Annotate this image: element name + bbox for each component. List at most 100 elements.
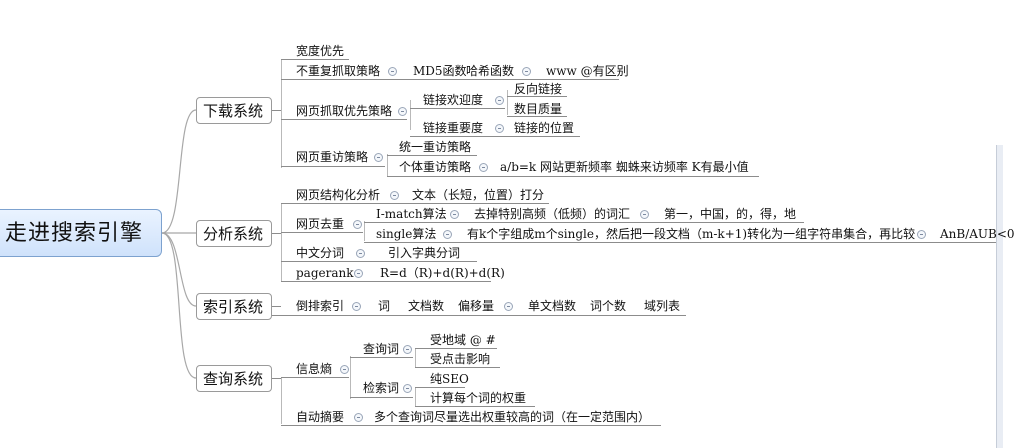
collapse-toggle[interactable]	[522, 67, 531, 76]
collapse-toggle[interactable]	[340, 365, 349, 374]
revisit-formula-node[interactable]: a/b=k 网站更新频率 蜘蛛来访频率 K有最小值	[500, 160, 749, 174]
underline	[281, 203, 549, 204]
structure-analysis-node[interactable]: 网页结构化分析	[296, 188, 381, 202]
pure-seo-node[interactable]: 纯SEO	[430, 372, 469, 386]
word-weight-node[interactable]: 计算每个词的权重	[430, 391, 527, 405]
node-analysis-system-label: 分析系统	[203, 225, 264, 243]
connector-root-download	[161, 109, 197, 234]
query-word-node[interactable]: 查询词	[363, 342, 400, 356]
dedup-node[interactable]: 网页去重	[296, 217, 345, 231]
collapse-toggle[interactable]	[495, 96, 504, 105]
root-node[interactable]: 走进搜索引擎	[0, 209, 162, 257]
underline	[507, 96, 567, 97]
analysis-stem	[272, 233, 281, 234]
single-node[interactable]: single算法	[376, 227, 437, 241]
underline	[350, 357, 413, 358]
root-label: 走进搜索引擎	[5, 221, 144, 246]
underline	[281, 166, 385, 167]
imatch-detail-node[interactable]: 去掉特别高频（低频）的词汇	[474, 207, 631, 221]
link-position-node[interactable]: 链接的位置	[514, 121, 575, 135]
priority-children-bracket	[410, 100, 411, 130]
node-query-system[interactable]: 查询系统	[196, 365, 272, 392]
collapse-toggle[interactable]	[398, 107, 407, 116]
analysis-children-bracket	[281, 203, 282, 282]
collapse-toggle[interactable]	[388, 67, 397, 76]
node-download-system-label: 下载系统	[203, 102, 264, 120]
entropy-node[interactable]: 信息熵	[296, 362, 333, 376]
pagerank-formula-node[interactable]: R=d（R)+d(R)+d(R)	[380, 266, 505, 280]
underline	[350, 397, 413, 398]
underline	[281, 232, 363, 233]
collapse-toggle[interactable]	[352, 302, 361, 311]
collapse-toggle[interactable]	[450, 210, 459, 219]
underline	[281, 425, 661, 426]
index-stem	[272, 306, 281, 307]
collapse-toggle[interactable]	[403, 345, 412, 354]
no-repeat-crawl-node[interactable]: 不重复抓取策略	[296, 64, 381, 78]
collapse-toggle[interactable]	[504, 302, 513, 311]
entropy-children-bracket	[350, 356, 351, 399]
collapse-toggle[interactable]	[640, 210, 649, 219]
single-detail-node[interactable]: 有k个字组成m个single，然后把一段文档（m-k+1)转化为一组字符串集合，…	[467, 227, 916, 241]
unified-revisit-node[interactable]: 统一重访策略	[399, 140, 472, 154]
download-stem	[272, 110, 281, 111]
single-doc-count-node[interactable]: 单文档数	[528, 299, 577, 313]
underline	[387, 176, 759, 177]
individual-revisit-node[interactable]: 个体重访策略	[399, 160, 472, 174]
underline	[364, 222, 804, 223]
collapse-toggle[interactable]	[390, 191, 399, 200]
pagerank-node[interactable]: pagerank	[296, 266, 354, 280]
collapse-toggle[interactable]	[374, 153, 383, 162]
underline	[281, 59, 349, 60]
stopword-example-node[interactable]: 第一，中国，的，得，地	[664, 207, 797, 221]
summary-detail-node[interactable]: 多个查询词尽量选出权重较高的词（在一定范围内）	[374, 410, 651, 424]
revisit-node[interactable]: 网页重访策略	[296, 150, 369, 164]
domain-list-node[interactable]: 域列表	[644, 299, 681, 313]
collapse-toggle[interactable]	[479, 163, 488, 172]
search-word-node[interactable]: 检索词	[363, 381, 400, 395]
word-count-node[interactable]: 词个数	[590, 299, 627, 313]
node-analysis-system[interactable]: 分析系统	[196, 220, 272, 247]
revisit-children-bracket	[387, 154, 388, 176]
query-children-bracket	[281, 377, 282, 424]
imatch-node[interactable]: I-match算法	[376, 207, 447, 221]
backlink-node[interactable]: 反向链接	[514, 82, 563, 96]
inverted-index-node[interactable]: 倒排索引	[296, 299, 345, 313]
doc-count-node[interactable]: 文档数	[408, 299, 445, 313]
collapse-toggle[interactable]	[353, 220, 362, 229]
collapse-toggle[interactable]	[354, 269, 363, 278]
link-importance-node[interactable]: 链接重要度	[423, 121, 484, 135]
collapse-toggle[interactable]	[917, 230, 926, 239]
md5-node[interactable]: MD5函数	[413, 64, 467, 78]
node-download-system[interactable]: 下载系统	[196, 97, 272, 124]
jaccard-formula-node[interactable]: AnB/AUB<0	[940, 227, 1015, 241]
dictionary-segmentation-node[interactable]: 引入字典分词	[388, 246, 461, 260]
www-node[interactable]: www @有区别	[546, 64, 629, 78]
text-scoring-node[interactable]: 文本（长短，位置）打分	[412, 188, 545, 202]
region-influence-node[interactable]: 受地域 @ #	[430, 333, 496, 347]
chinese-segmentation-node[interactable]: 中文分词	[296, 246, 345, 260]
hash-node[interactable]: 哈希函数	[466, 64, 515, 78]
node-index-system-label: 索引系统	[203, 298, 264, 316]
node-index-system[interactable]: 索引系统	[196, 293, 272, 320]
page-priority-node[interactable]: 网页抓取优先策略	[296, 104, 393, 118]
search-word-children-bracket	[415, 387, 416, 407]
collapse-toggle[interactable]	[356, 249, 365, 258]
click-influence-node[interactable]: 受点击影响	[430, 352, 491, 366]
collapse-toggle[interactable]	[403, 384, 412, 393]
vertical-scrollbar[interactable]	[996, 145, 1003, 448]
collapse-toggle[interactable]	[443, 230, 452, 239]
underline	[281, 281, 491, 282]
collapse-toggle[interactable]	[354, 413, 363, 422]
word-node[interactable]: 词	[378, 299, 391, 313]
auto-summary-node[interactable]: 自动摘要	[296, 410, 345, 424]
breadth-first-node[interactable]: 宽度优先	[296, 44, 345, 58]
download-children-bracket	[281, 60, 282, 168]
count-quality-node[interactable]: 数目质量	[514, 102, 563, 116]
link-popularity-node[interactable]: 链接欢迎度	[423, 93, 484, 107]
underline	[415, 406, 535, 407]
collapse-toggle[interactable]	[495, 124, 504, 133]
connector-root-index	[161, 232, 197, 307]
offset-node[interactable]: 偏移量	[458, 299, 495, 313]
